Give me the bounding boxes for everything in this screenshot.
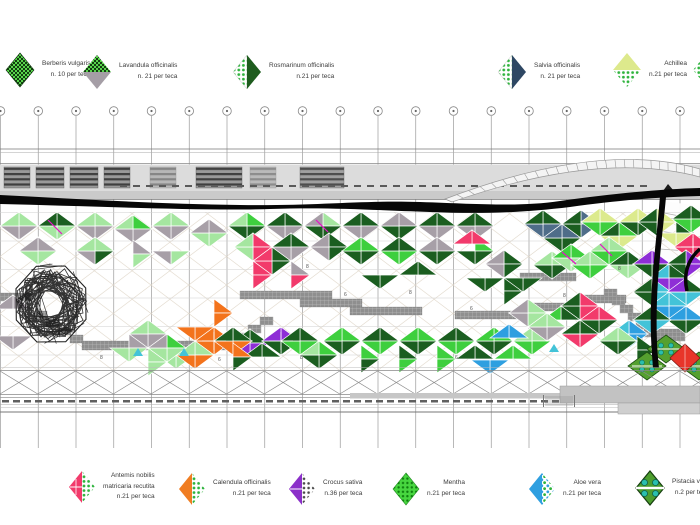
svg-text:6: 6 <box>470 306 473 312</box>
mosaic-accents <box>47 219 700 356</box>
louver-blocks <box>3 166 345 189</box>
rosmarinum-dots-darkgreen-diamond-icon <box>232 54 261 90</box>
quantity-annotations: 8 6 8 6 8 8 8 6 8 6 <box>100 264 621 363</box>
berberis-checker-diamond-icon <box>5 52 35 88</box>
svg-text:6: 6 <box>218 357 221 363</box>
svg-text:6: 6 <box>455 355 458 361</box>
antemis-pink-dots-diamond-icon <box>69 471 95 503</box>
legend-item-clipped <box>692 52 700 88</box>
svg-text:8: 8 <box>409 290 412 296</box>
legend-item-antemis: Antemis nobilis matricaria recutita n.21… <box>68 470 155 504</box>
legend-label: Antemis nobilis matricaria recutita n.21… <box>103 471 155 501</box>
svg-text:8: 8 <box>300 355 303 361</box>
aloe-blue-dots-diamond-icon <box>529 473 555 505</box>
pistacia-circles-diamond-icon <box>635 470 665 506</box>
planting-mosaic <box>0 204 700 381</box>
nest-sketch <box>15 263 89 344</box>
achillea-lime-dots-diamond-icon <box>613 53 641 87</box>
svg-text:8: 8 <box>563 293 566 299</box>
arch-structure <box>444 159 700 203</box>
crocus-purple-dots-diamond-icon <box>289 473 315 505</box>
stair-detail <box>543 395 575 407</box>
salvia-dots-navy-diamond-icon <box>497 54 526 90</box>
mentha-green-dots-diamond-icon <box>392 472 420 506</box>
calendula-orange-dots-diamond-icon <box>179 473 205 505</box>
svg-text:6: 6 <box>344 292 347 298</box>
roof-peak-marker <box>663 184 674 191</box>
svg-text:8: 8 <box>306 264 309 270</box>
black-ribbon <box>0 188 700 368</box>
clipped-green-diamond-icon <box>693 61 700 79</box>
svg-text:8: 8 <box>618 266 621 272</box>
svg-text:8: 8 <box>100 355 103 361</box>
road-band <box>0 385 700 415</box>
band-tick-dashes <box>120 185 647 187</box>
lavandula-checker-gray-diamond-icon <box>83 55 111 89</box>
